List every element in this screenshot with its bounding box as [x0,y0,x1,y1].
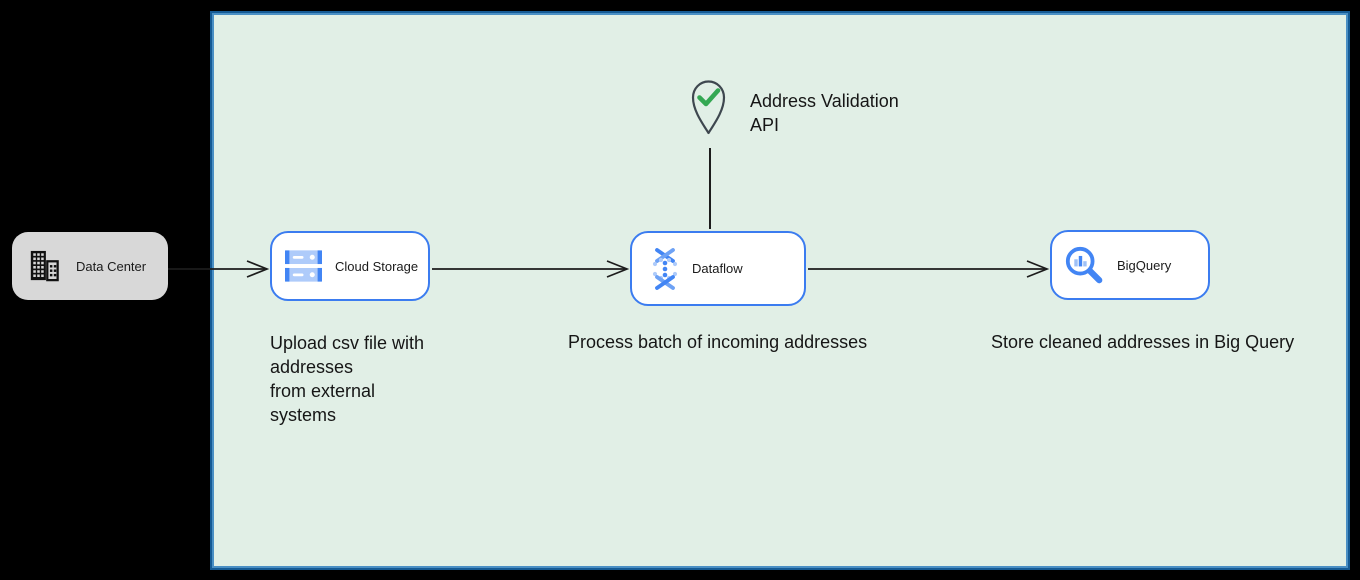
node-bigquery[interactable]: BigQuery [1050,230,1210,300]
node-dataflow[interactable]: Dataflow [630,231,806,306]
map-pin-check-icon [691,80,726,135]
node-label-bigquery: BigQuery [1117,257,1172,273]
annotation-store-cleaned: Store cleaned addresses in Big Query [991,332,1295,352]
annotation-process-batch: Process batch of incoming addresses [568,332,868,352]
node-cloud-storage[interactable]: Cloud Storage [270,231,430,301]
node-label-data-center: Data Center [76,258,147,274]
dataflow-icon [647,247,683,290]
node-label-dataflow: Dataflow [692,261,743,276]
node-data-center[interactable]: Data Center [12,232,168,300]
node-label-cloud-storage: Cloud Storage [335,258,419,274]
label-address-validation-api: Address Validation API [750,91,899,135]
annotation-upload-csv: Upload csv file with addresses from exte… [270,333,425,425]
cloud-storage-icon [285,250,322,282]
bigquery-icon [1064,245,1104,285]
building-icon [28,249,60,283]
